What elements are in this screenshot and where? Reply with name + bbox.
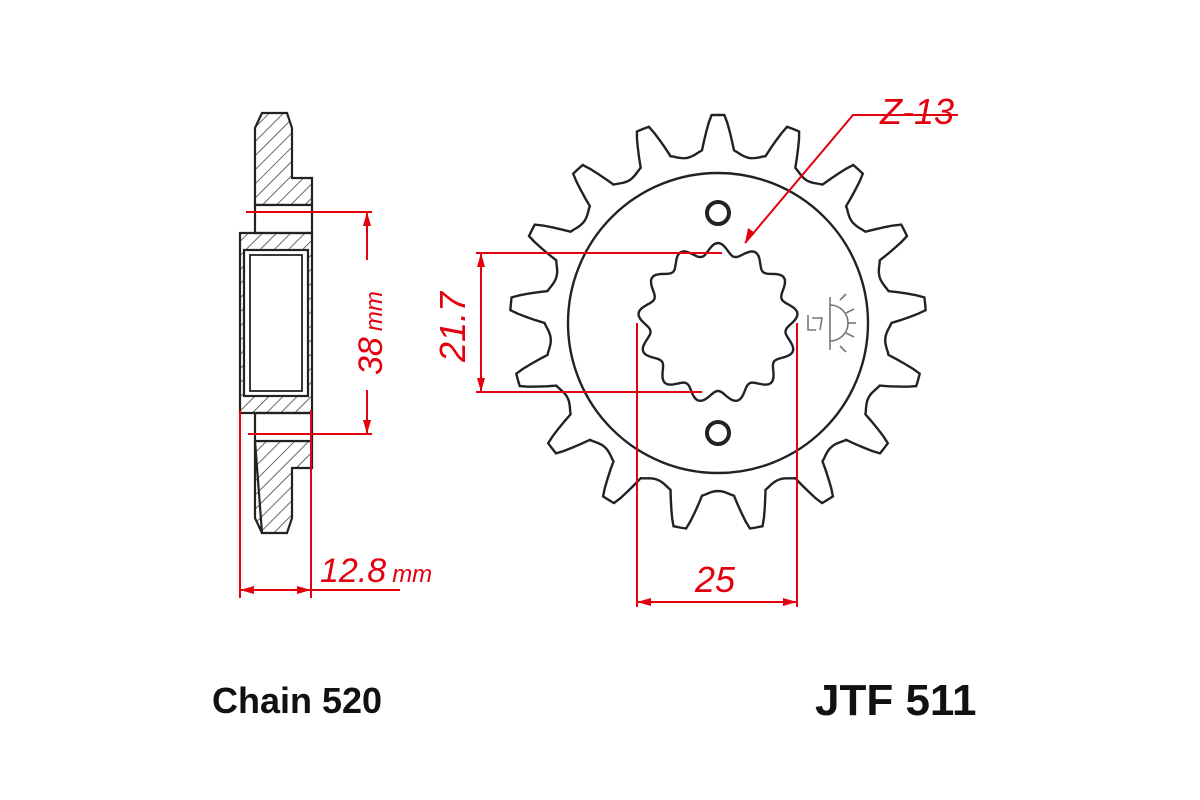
side-profile [238, 111, 314, 535]
profile-gap-top [253, 203, 314, 235]
spline-bore [637, 241, 799, 403]
profile-top-tooth [253, 111, 314, 207]
bolt-hole-top [705, 200, 731, 226]
spline-count-label: Z-13 [879, 91, 954, 132]
part-number: JTF 511 [815, 676, 977, 725]
bolt-hole-bottom [705, 420, 731, 446]
profile-bottom-tooth [253, 439, 314, 535]
dimension-arrows [240, 212, 797, 606]
spline-width-label: 25 [694, 559, 736, 600]
chain-label: Chain 520 [212, 680, 383, 721]
jt-logo-icon [807, 293, 856, 353]
profile-gap-bottom [253, 411, 314, 443]
bore-dimension-label: 38mm [352, 291, 390, 375]
spline-height-label: 21.7 [432, 290, 473, 363]
hub-circle [566, 171, 870, 475]
sprocket-front [509, 113, 927, 530]
profile-bore [242, 248, 310, 398]
